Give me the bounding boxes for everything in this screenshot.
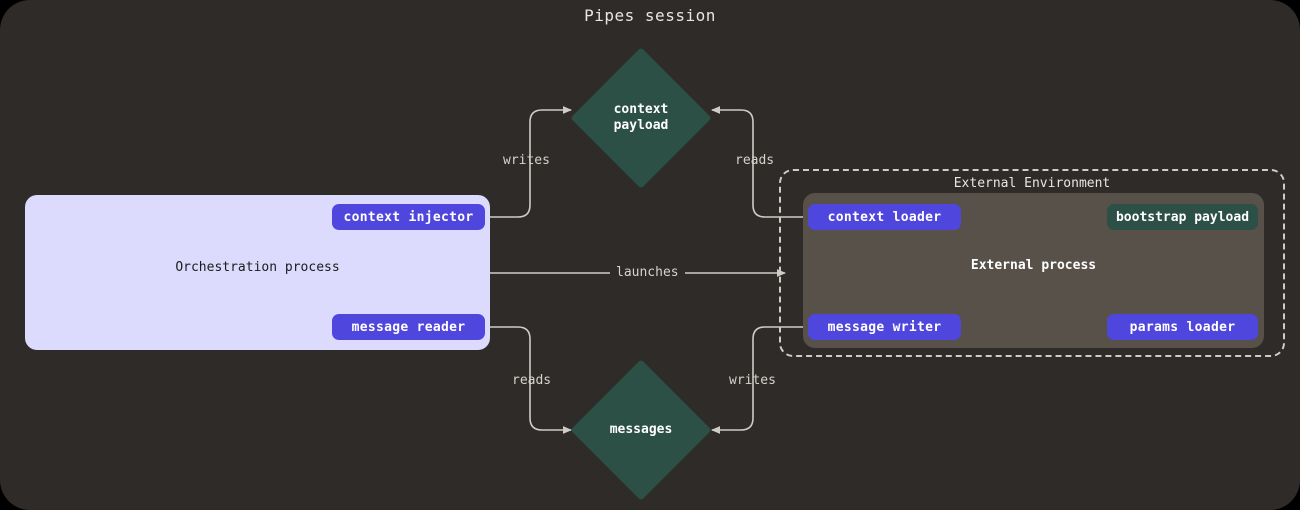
node-message-reader[interactable]: message reader xyxy=(332,314,485,340)
node-message-writer[interactable]: message writer xyxy=(808,314,961,340)
orchestration-process-label: Orchestration process xyxy=(175,260,340,275)
external-environment-cluster: External Environment xyxy=(779,169,1285,357)
context-payload-line-2: payload xyxy=(613,118,669,133)
page-title: Pipes session xyxy=(584,6,716,25)
node-context-loader[interactable]: context loader xyxy=(808,204,961,230)
messages-label: messages xyxy=(582,371,700,489)
messages-line-1: messages xyxy=(609,422,673,437)
edge-label-launches: launches xyxy=(610,265,685,280)
node-params-loader[interactable]: params loader xyxy=(1107,314,1258,340)
context-payload-line-1: context xyxy=(613,102,669,117)
context-payload-label: context payload xyxy=(582,59,700,177)
node-bootstrap-payload[interactable]: bootstrap payload xyxy=(1107,204,1258,230)
external-process-label: External process xyxy=(970,258,1097,273)
edge-label-writes-messages: writes xyxy=(729,373,776,388)
edge-label-reads-context: reads xyxy=(735,153,775,168)
edge-label-writes-context: writes xyxy=(503,153,550,168)
edge-label-reads-messages: reads xyxy=(512,373,552,388)
external-environment-label: External Environment xyxy=(953,176,1111,191)
node-context-payload[interactable]: context payload xyxy=(570,47,712,189)
node-messages[interactable]: messages xyxy=(570,359,712,501)
node-context-injector[interactable]: context injector xyxy=(332,204,485,230)
